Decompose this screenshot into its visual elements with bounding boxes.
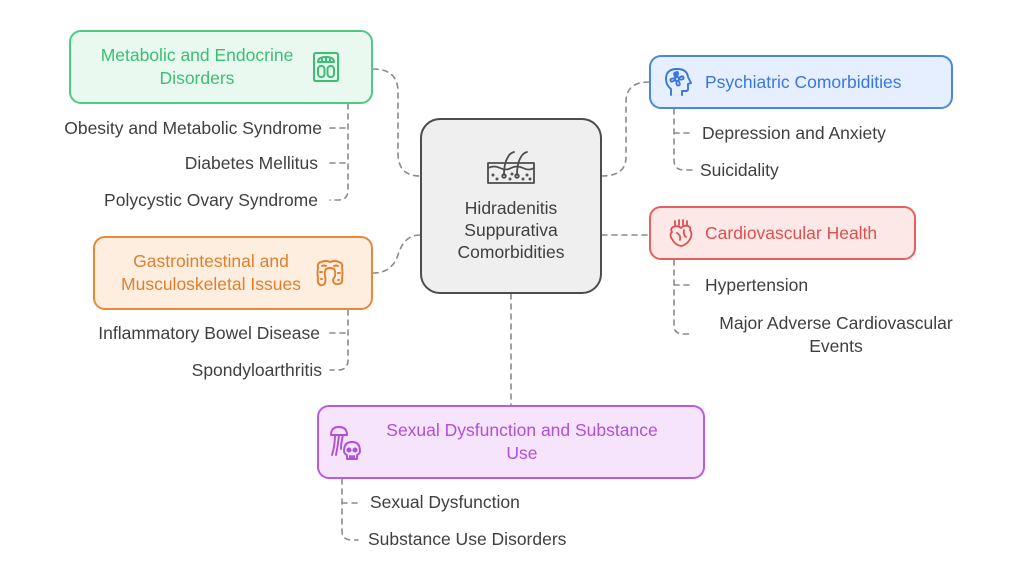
item-obesity-metabolic-syndrome[interactable]: Obesity and Metabolic Syndrome (64, 118, 322, 138)
connector-metabolic-items (329, 103, 349, 201)
head-flower-icon (665, 67, 693, 97)
item-mace-line-2: Events (809, 336, 863, 356)
item-inflammatory-bowel-disease[interactable]: Inflammatory Bowel Disease (98, 323, 320, 343)
item-major-adverse-cardiovascular-events[interactable]: Major Adverse Cardiovascular Events (700, 312, 972, 358)
connector-gastro-items (329, 309, 349, 371)
intestine-icon (315, 258, 345, 288)
item-mace-line-1: Major Adverse Cardiovascular (719, 313, 953, 333)
item-substance-use-disorders[interactable]: Substance Use Disorders (368, 529, 567, 549)
category-sexual-label-line-2: Use (506, 443, 538, 463)
category-cardiovascular-label: Cardiovascular Health (705, 222, 878, 243)
item-spondyloarthritis[interactable]: Spondyloarthritis (191, 360, 322, 380)
mushroom-skull-icon (329, 425, 363, 461)
category-metabolic-label-line-1: Metabolic and Endocrine (100, 45, 294, 65)
item-hypertension[interactable]: Hypertension (705, 275, 809, 295)
anatomical-heart-icon (669, 219, 693, 247)
connector-psychiatric-items (673, 108, 693, 171)
category-metabolic-endocrine[interactable]: Metabolic and Endocrine Disorders (69, 30, 373, 104)
weight-scale-icon (311, 51, 341, 83)
connector-sexual-items (341, 478, 359, 541)
connector-center-psychiatric (601, 81, 650, 177)
connector-cardiovascular-items (673, 259, 693, 335)
connector-center-metabolic (372, 68, 421, 177)
category-sexual-label-line-1: Sexual Dysfunction and Substance (386, 420, 658, 440)
category-sexual-substance[interactable]: Sexual Dysfunction and Substance Use (317, 405, 705, 479)
category-gastro-label-line-2: Musculoskeletal Issues (121, 274, 301, 294)
item-depression-anxiety[interactable]: Depression and Anxiety (702, 123, 886, 143)
center-node[interactable]: Hidradenitis Suppurativa Comorbidities (420, 118, 602, 294)
category-psychiatric[interactable]: Psychiatric Comorbidities (649, 55, 953, 109)
category-sexual-label: Sexual Dysfunction and Substance Use (386, 419, 657, 465)
category-metabolic-label: Metabolic and Endocrine Disorders (101, 44, 294, 90)
category-gastro-musculoskeletal[interactable]: Gastrointestinal and Musculoskeletal Iss… (93, 236, 373, 310)
center-label-line-2: Suppurativa (464, 220, 558, 240)
center-label-line-1: Hidradenitis (464, 198, 558, 218)
skin-hair-follicle-icon (486, 149, 536, 185)
category-gastro-label: Gastrointestinal and Musculoskeletal Iss… (121, 250, 301, 296)
center-label-line-3: Comorbidities (457, 242, 565, 262)
category-metabolic-label-line-2: Disorders (159, 68, 235, 88)
item-diabetes-mellitus[interactable]: Diabetes Mellitus (184, 153, 318, 173)
item-polycystic-ovary-syndrome[interactable]: Polycystic Ovary Syndrome (104, 190, 318, 210)
category-cardiovascular[interactable]: Cardiovascular Health (649, 206, 916, 260)
item-suicidality[interactable]: Suicidality (700, 160, 779, 180)
category-psychiatric-label: Psychiatric Comorbidities (705, 71, 902, 92)
category-gastro-label-line-1: Gastrointestinal and (133, 251, 289, 271)
item-sexual-dysfunction[interactable]: Sexual Dysfunction (370, 492, 520, 512)
connector-center-gastro (372, 234, 421, 274)
